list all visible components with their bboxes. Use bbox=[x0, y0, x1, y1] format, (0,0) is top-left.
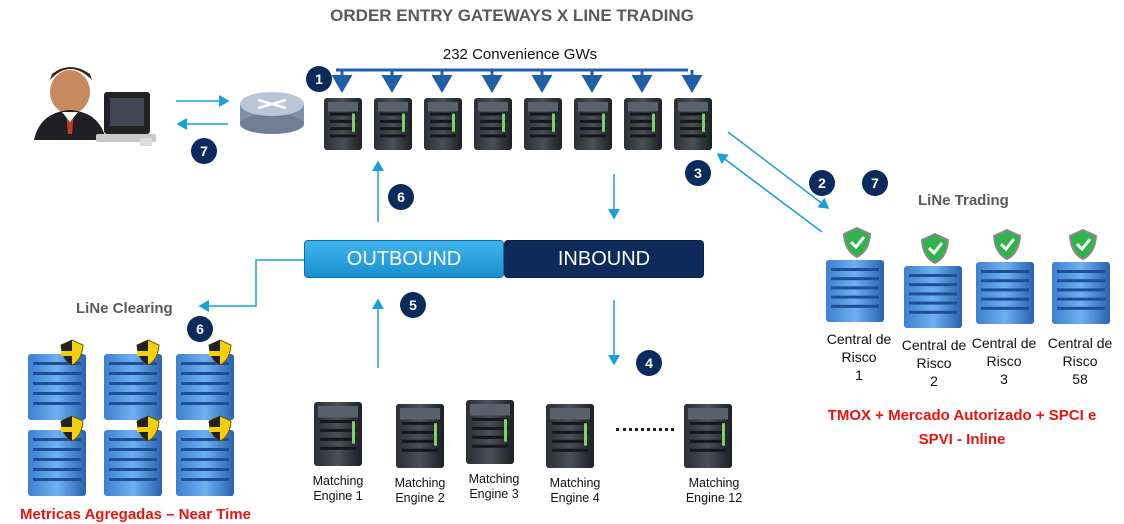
gateway-servers bbox=[324, 98, 712, 150]
warning-shield-icon-4 bbox=[60, 415, 84, 442]
warning-shield-icon-1 bbox=[60, 339, 84, 366]
check-shield-icon-2 bbox=[920, 232, 950, 265]
clearing-server-5 bbox=[104, 430, 162, 496]
gateway-server-2 bbox=[374, 98, 412, 150]
line-trading-label: LiNe Trading bbox=[918, 192, 1009, 209]
gateway-drops bbox=[331, 70, 703, 93]
inbound-bar: INBOUND bbox=[504, 240, 704, 278]
risk-central-server-3 bbox=[976, 262, 1034, 324]
router-icon bbox=[240, 92, 304, 134]
gateway-server-7 bbox=[624, 98, 662, 150]
step-badge-4: 4 bbox=[636, 350, 662, 376]
flow-arrows bbox=[176, 95, 830, 368]
step-badge-7-trading: 7 bbox=[862, 170, 888, 196]
line-clearing-label: LiNe Clearing bbox=[76, 300, 173, 317]
matching-engine-servers bbox=[314, 400, 732, 468]
step-badge-5: 5 bbox=[400, 292, 426, 318]
gateway-server-1 bbox=[324, 98, 362, 150]
step-badge-2: 2 bbox=[809, 170, 835, 196]
matching-engine-server-3 bbox=[466, 400, 514, 464]
trading-footer: TMOX + Mercado Autorizado + SPCI e SPVI … bbox=[827, 407, 1097, 448]
clearing-footer: Metricas Agregadas – Near Time bbox=[20, 506, 251, 523]
step-badge-6-clearing: 6 bbox=[187, 316, 213, 342]
risk-central-server-1 bbox=[826, 260, 884, 322]
step-badge-3: 3 bbox=[685, 160, 711, 186]
warning-shield-icon-6 bbox=[208, 415, 232, 442]
warning-shield-icon-5 bbox=[136, 415, 160, 442]
matching-engine-server-5 bbox=[684, 404, 732, 468]
step-badge-6-outbound: 6 bbox=[388, 184, 414, 210]
warning-shield-icon-2 bbox=[136, 339, 160, 366]
ellipsis-dots bbox=[616, 428, 674, 431]
matching-engine-server-1 bbox=[314, 402, 362, 466]
warning-shield-icon-3 bbox=[208, 339, 232, 366]
gateway-server-8 bbox=[674, 98, 712, 150]
matching-engine-server-2 bbox=[396, 404, 444, 468]
gateway-server-5 bbox=[524, 98, 562, 150]
step-badge-7-user: 7 bbox=[191, 138, 217, 164]
risk-central-server-2 bbox=[904, 266, 962, 328]
step-badge-1: 1 bbox=[306, 66, 332, 92]
risk-central-server-4 bbox=[1052, 262, 1110, 324]
clearing-server-6 bbox=[176, 430, 234, 496]
gateway-server-6 bbox=[574, 98, 612, 150]
gateway-server-3 bbox=[424, 98, 462, 150]
check-shield-icon-4 bbox=[1068, 228, 1098, 261]
page-title: ORDER ENTRY GATEWAYS X LINE TRADING bbox=[330, 6, 694, 25]
clearing-server-3 bbox=[176, 354, 234, 420]
gateway-server-4 bbox=[474, 98, 512, 150]
clearing-server-2 bbox=[104, 354, 162, 420]
matching-engine-server-4 bbox=[546, 404, 594, 468]
outbound-bar: OUTBOUND bbox=[304, 240, 504, 278]
gateways-label: 232 Convenience GWs bbox=[442, 46, 598, 63]
clearing-server-1 bbox=[28, 354, 86, 420]
clearing-servers bbox=[28, 339, 234, 496]
check-shield-icon-1 bbox=[842, 226, 872, 259]
user-workstation-icon bbox=[34, 67, 156, 146]
trading-servers bbox=[826, 226, 1110, 328]
check-shield-icon-3 bbox=[992, 228, 1022, 261]
clearing-server-4 bbox=[28, 430, 86, 496]
